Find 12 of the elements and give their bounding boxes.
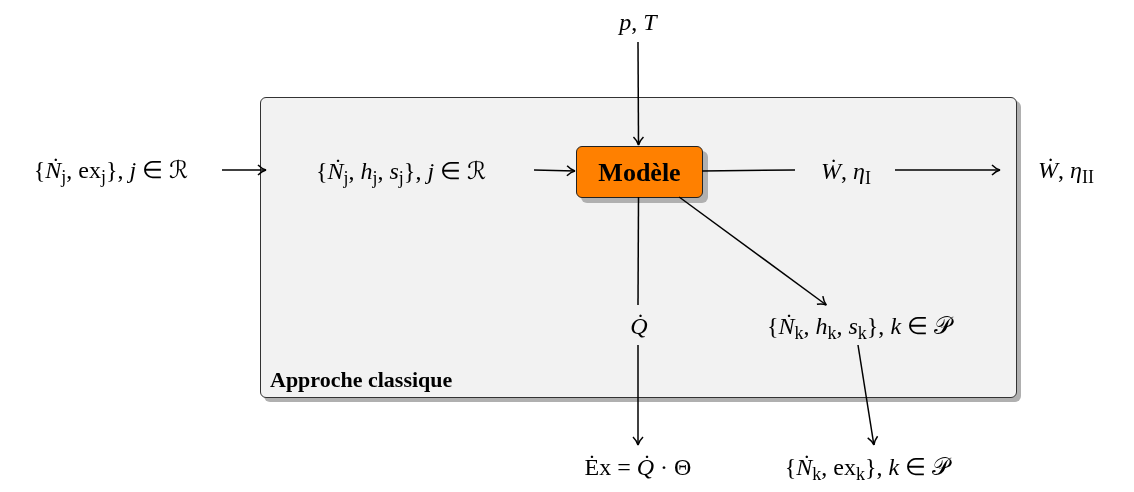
math-label: Ẇ, η$_{II}$ xyxy=(1000,150,1132,190)
math-label: Ėx = Q̇ · Θ xyxy=(548,445,728,489)
math-label: {Ṅ$_{j}$, ex$_{j}$}, j ∈ ℛ xyxy=(0,150,222,190)
math-label: {Ṅ$_{j}$, h$_{j}$, s$_{j}$}, j ∈ ℛ xyxy=(267,151,535,191)
math-label: Q̇ xyxy=(619,306,659,346)
math-label: {Ṅ$_{k}$, h$_{k}$, s$_{k}$}, k ∈ 𝒫 xyxy=(727,306,991,346)
math-label: Ẇ, η$_{I}$ xyxy=(796,151,896,191)
panel-title: Approche classique xyxy=(270,369,453,391)
connector-line xyxy=(701,169,796,172)
connector-line xyxy=(637,196,640,306)
math-label: p, T xyxy=(598,2,678,42)
math-label: {Ṅ$_{k}$, ex$_{k}$}, k ∈ 𝒫 xyxy=(752,445,982,489)
